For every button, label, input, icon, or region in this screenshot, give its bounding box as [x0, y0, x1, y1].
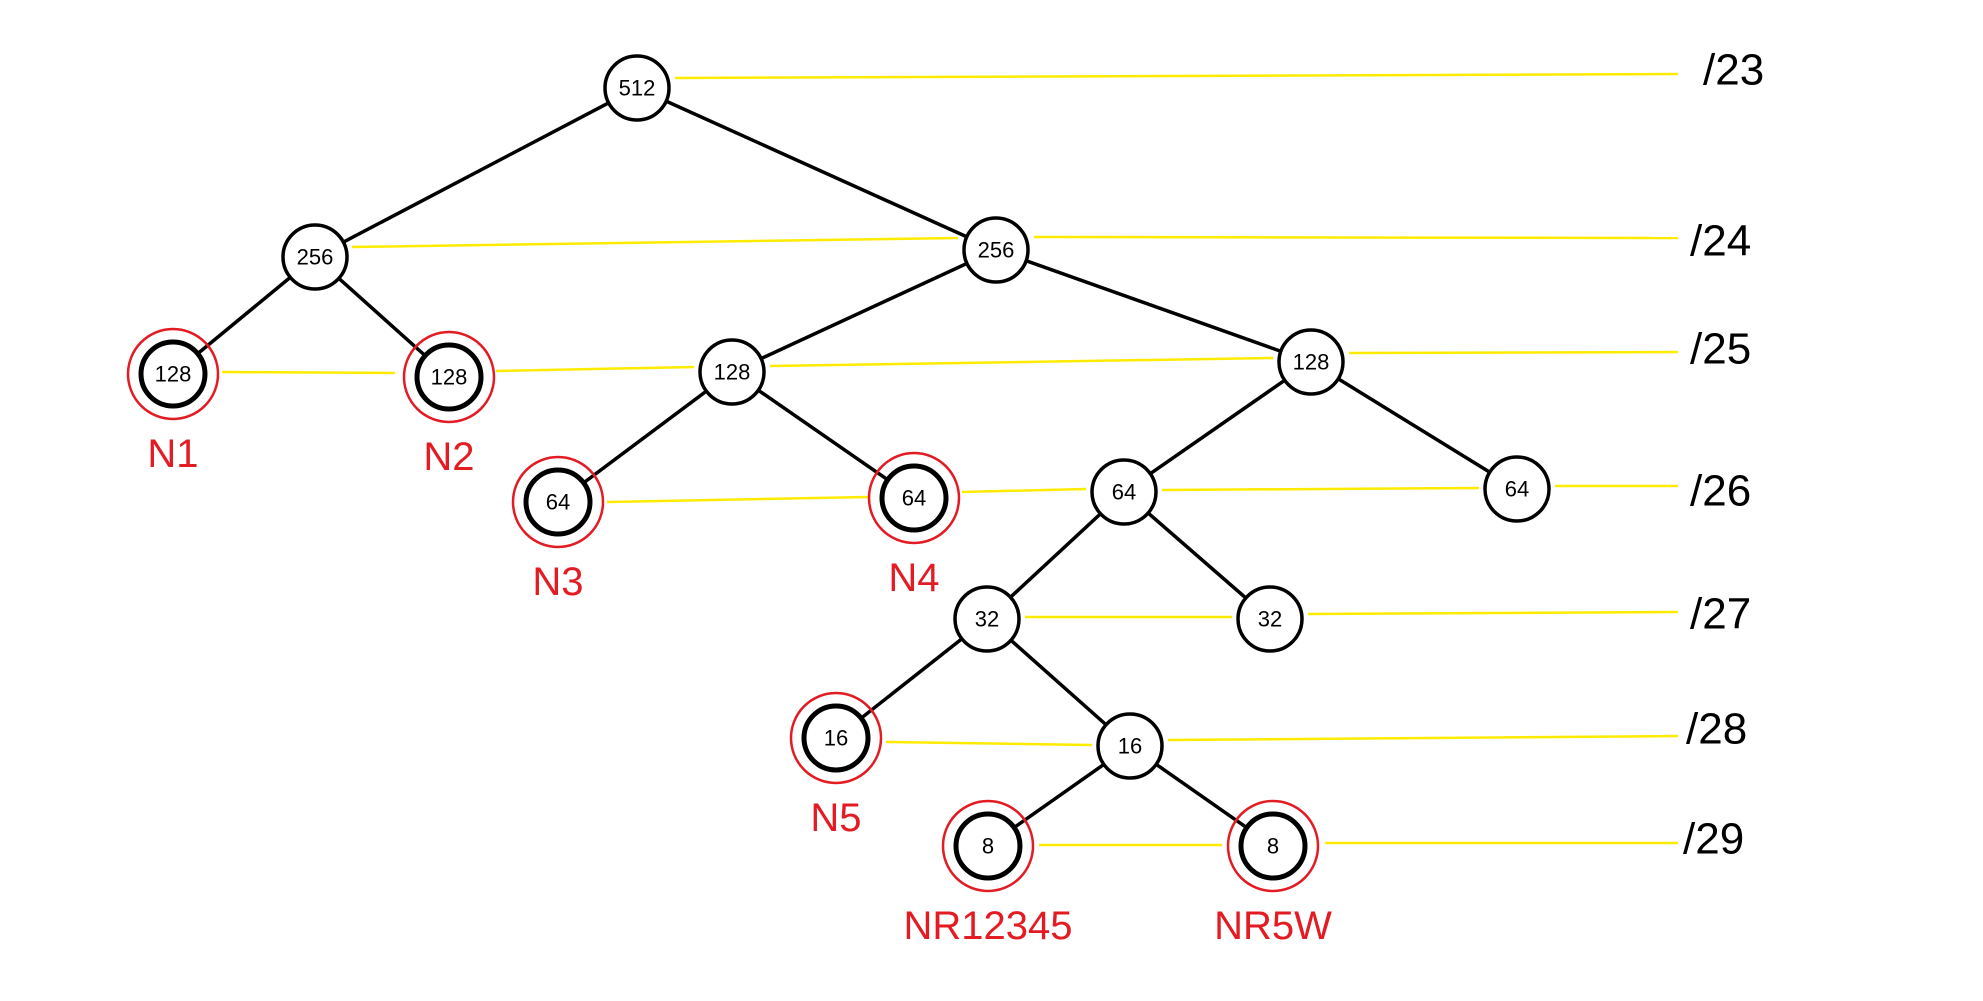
- level-guide-line: [961, 487, 1087, 494]
- prefix-label: /24: [1690, 217, 1751, 266]
- node-value: 64: [902, 486, 926, 511]
- level-guide-lines: [221, 72, 1679, 847]
- node-circle: [1238, 811, 1308, 881]
- node-value: 64: [546, 490, 570, 515]
- level-guide-line: [769, 356, 1274, 368]
- node-value: 128: [155, 362, 192, 387]
- tree-edge-root-l24a: [314, 86, 638, 259]
- node-circle: [953, 811, 1023, 881]
- node-value: 128: [431, 365, 468, 390]
- level-guide-line: [1167, 734, 1679, 742]
- node-circle: [1277, 328, 1345, 396]
- node-value: 32: [975, 607, 999, 632]
- network-name-label: NR12345: [903, 904, 1072, 948]
- node-circle: [138, 339, 208, 409]
- highlight-ring: [511, 455, 605, 549]
- node-value: 128: [1293, 350, 1330, 375]
- level-guide-line: [606, 495, 869, 504]
- tree-node-l27a: 32: [953, 585, 1021, 653]
- node-circle: [698, 338, 766, 406]
- node-value: 128: [714, 360, 751, 385]
- highlight-ring: [402, 330, 496, 424]
- node-circle: [1090, 458, 1158, 526]
- highlight-ring: [126, 327, 220, 421]
- highlight-ring: [867, 451, 961, 545]
- node-circle: [962, 216, 1030, 284]
- level-guide-line: [885, 740, 1093, 747]
- tree-node-root: 512: [603, 54, 671, 122]
- tree-node-l24a: 256: [281, 223, 349, 291]
- tree-edge-l25d-l26d: [1310, 360, 1518, 491]
- tree-edge-l25c-n3: [556, 370, 734, 504]
- prefix-label: /29: [1683, 815, 1744, 864]
- level-guide-line: [495, 365, 695, 373]
- node-circle: [523, 467, 593, 537]
- level-guide-line: [1307, 610, 1679, 616]
- prefix-label: /26: [1690, 467, 1751, 516]
- prefix-label: /28: [1686, 705, 1747, 754]
- prefix-label: /27: [1690, 590, 1751, 639]
- node-value: 8: [1267, 834, 1279, 859]
- node-value: 256: [297, 245, 334, 270]
- node-value: 16: [824, 726, 848, 751]
- node-value: 256: [978, 238, 1015, 263]
- node-value: 8: [982, 834, 994, 859]
- level-guide-line: [1348, 350, 1679, 355]
- tree-edge-l25c-n4: [731, 370, 915, 500]
- node-circle: [801, 703, 871, 773]
- network-name-label: N2: [423, 435, 474, 479]
- node-circle: [1096, 712, 1164, 780]
- tree-edge-root-l24b: [636, 86, 997, 252]
- node-circle: [953, 585, 1021, 653]
- node-value: 16: [1118, 734, 1142, 759]
- node-circle: [603, 54, 671, 122]
- node-value: 512: [619, 76, 656, 101]
- tree-node-l25d: 128: [1277, 328, 1345, 396]
- prefix-label: /25: [1690, 325, 1751, 374]
- node-value: 32: [1258, 607, 1282, 632]
- tree-edge-l24b-l25c: [731, 248, 997, 374]
- level-guide-line: [1161, 486, 1480, 492]
- tree-node-l24b: 256: [962, 216, 1030, 284]
- level-guide-line: [1033, 235, 1679, 240]
- tree-node-l27b: 32: [1236, 585, 1304, 653]
- level-guide-line: [674, 72, 1679, 80]
- tree-node-l26c: 64: [1090, 458, 1158, 526]
- prefix-labels: /23/24/25/26/27/28/29: [1683, 46, 1764, 864]
- node-value: 64: [1505, 477, 1529, 502]
- highlight-ring: [941, 799, 1035, 893]
- node-circle: [414, 342, 484, 412]
- tree-edge-l24b-l25d: [995, 248, 1312, 364]
- node-circle: [879, 463, 949, 533]
- tree-edge-l25d-l26c: [1123, 360, 1312, 494]
- node-value: 64: [1112, 480, 1136, 505]
- network-name-label: N3: [532, 560, 583, 604]
- node-circle: [1236, 585, 1304, 653]
- network-name-label: N4: [888, 556, 939, 600]
- tree-node-l28b: 16: [1096, 712, 1164, 780]
- prefix-label: /23: [1703, 46, 1764, 95]
- node-circle: [1483, 455, 1551, 523]
- level-guide-line: [351, 236, 959, 249]
- highlight-ring: [789, 691, 883, 785]
- network-name-label: N5: [810, 796, 861, 840]
- tree-node-l26d: 64: [1483, 455, 1551, 523]
- network-name-label: N1: [147, 432, 198, 476]
- level-guide-line: [221, 370, 396, 375]
- tree-node-l25c: 128: [698, 338, 766, 406]
- highlight-ring: [1226, 799, 1320, 893]
- network-name-label: NR5W: [1214, 904, 1332, 948]
- node-circle: [281, 223, 349, 291]
